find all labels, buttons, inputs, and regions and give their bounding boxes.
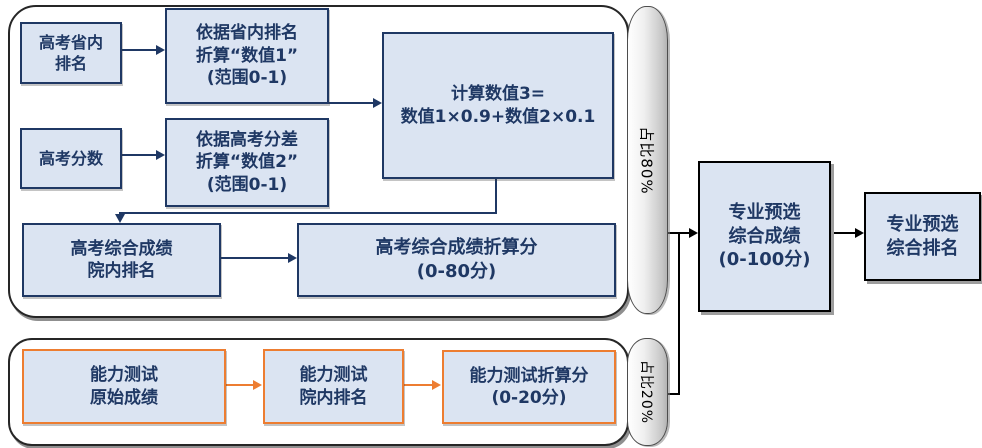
arrow-formula-to-comprehensive-rank-head xyxy=(115,214,125,223)
arrow-weight80-to-preselect-head xyxy=(689,228,698,238)
arrow-ability-raw-to-rank-line xyxy=(222,384,254,386)
connector-formula-down-line xyxy=(495,175,497,214)
connector-weight20-up-line xyxy=(678,233,680,395)
arrow-provincial-rank-to-value1-head xyxy=(156,45,165,55)
arrow-gaokao-score-to-value2-head xyxy=(156,150,165,160)
box-value3-formula: 计算数值3= 数值1×0.9+数值2×0.1 xyxy=(382,32,614,179)
box-ability-raw-score: 能力测试 原始成绩 xyxy=(22,349,226,424)
box-preselect-composite-rank: 专业预选 综合排名 xyxy=(864,192,981,281)
badge-weight-20-label: 占比20% xyxy=(638,359,655,425)
arrow-value1-to-formula-head xyxy=(373,98,382,108)
arrow-comprehensive-rank-to-converted-line xyxy=(217,257,289,259)
arrow-weight80-to-preselect-line xyxy=(664,232,690,234)
box-value2: 依据高考分差 折算“数值2” (范围0-1) xyxy=(165,118,329,207)
box-ability-converted-score: 能力测试折算分 (0-20分) xyxy=(442,350,616,424)
arrow-ability-rank-to-converted-line xyxy=(400,384,433,386)
box-preselect-composite-score: 专业预选 综合成绩 (0-100分) xyxy=(698,161,831,312)
box-gaokao-converted-score: 高考综合成绩折算分 (0-80分) xyxy=(297,223,616,297)
arrow-preselect-score-to-rank-line xyxy=(827,232,856,234)
box-ability-college-rank: 能力测试 院内排名 xyxy=(263,349,404,424)
connector-weight20-right-line xyxy=(664,393,680,395)
badge-weight-80-label: 占比80% xyxy=(638,125,656,195)
arrow-preselect-score-to-rank-head xyxy=(855,228,864,238)
box-comprehensive-college-rank: 高考综合成绩 院内排名 xyxy=(22,223,221,297)
box-value1: 依据省内排名 折算“数值1” (范围0-1) xyxy=(165,8,329,104)
arrow-provincial-rank-to-value1-line xyxy=(118,49,157,51)
arrow-ability-rank-to-converted-head xyxy=(432,380,441,390)
box-provincial-rank: 高考省内 排名 xyxy=(20,22,122,84)
arrow-gaokao-score-to-value2-line xyxy=(118,154,157,156)
box-gaokao-score: 高考分数 xyxy=(20,128,122,189)
badge-weight-20: 占比20% xyxy=(627,338,668,446)
connector-formula-left-line xyxy=(119,212,497,214)
arrow-comprehensive-rank-to-converted-head xyxy=(288,253,297,263)
arrow-ability-raw-to-rank-head xyxy=(253,380,262,390)
badge-weight-80: 占比80% xyxy=(627,6,668,314)
